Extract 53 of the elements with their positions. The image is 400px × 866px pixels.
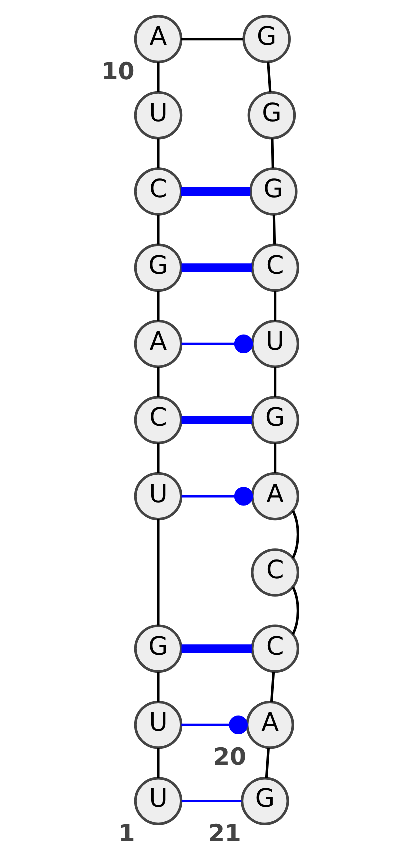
node-circle: C: [251, 244, 300, 292]
node-circle: C: [251, 624, 300, 674]
node-circle: G: [251, 396, 300, 444]
node-circle: G: [241, 777, 290, 826]
connector: [182, 264, 252, 272]
node-label: 1: [118, 819, 136, 848]
connector: [267, 62, 272, 92]
node-circle: U: [251, 320, 300, 368]
connector: [182, 644, 252, 654]
connector: [272, 214, 276, 245]
node-label: 21: [208, 819, 242, 848]
connector: [274, 444, 277, 474]
node-circle: G: [248, 91, 296, 140]
node-circle: G: [134, 624, 183, 674]
connector: [182, 716, 248, 734]
connector: [157, 62, 160, 92]
connector: [292, 510, 300, 559]
node-circle: U: [134, 777, 183, 826]
connector: [271, 138, 274, 169]
node-circle: A: [134, 15, 183, 64]
node-label: 10: [102, 57, 135, 86]
node-circle: A: [134, 320, 183, 368]
node-circle: A: [251, 472, 300, 521]
connector: [265, 748, 270, 778]
node-circle: A: [246, 700, 294, 750]
connector: [157, 444, 160, 474]
connector: [157, 672, 160, 702]
connector: [181, 187, 251, 196]
connector: [182, 416, 252, 425]
connector: [182, 800, 242, 803]
connector: [182, 487, 254, 506]
node-label: 20: [214, 743, 246, 772]
connector: [181, 38, 244, 41]
connector: [274, 291, 277, 321]
node-circle: G: [242, 15, 291, 64]
node-circle: U: [134, 91, 183, 140]
node-circle: U: [134, 700, 183, 750]
node-circle: G: [250, 168, 298, 216]
connector: [270, 672, 276, 702]
node-circle: C: [134, 168, 183, 216]
connector: [182, 334, 254, 354]
connector: [157, 138, 160, 169]
node-circle: G: [134, 244, 183, 292]
connector: [157, 291, 160, 321]
node-circle: U: [134, 472, 183, 521]
connector: [292, 586, 300, 636]
connector: [157, 748, 160, 778]
connector: [157, 519, 160, 626]
connector: [274, 367, 277, 398]
connector: [157, 367, 160, 398]
connector: [157, 214, 160, 245]
node-circle: C: [251, 548, 300, 597]
node-circle: C: [134, 396, 183, 444]
